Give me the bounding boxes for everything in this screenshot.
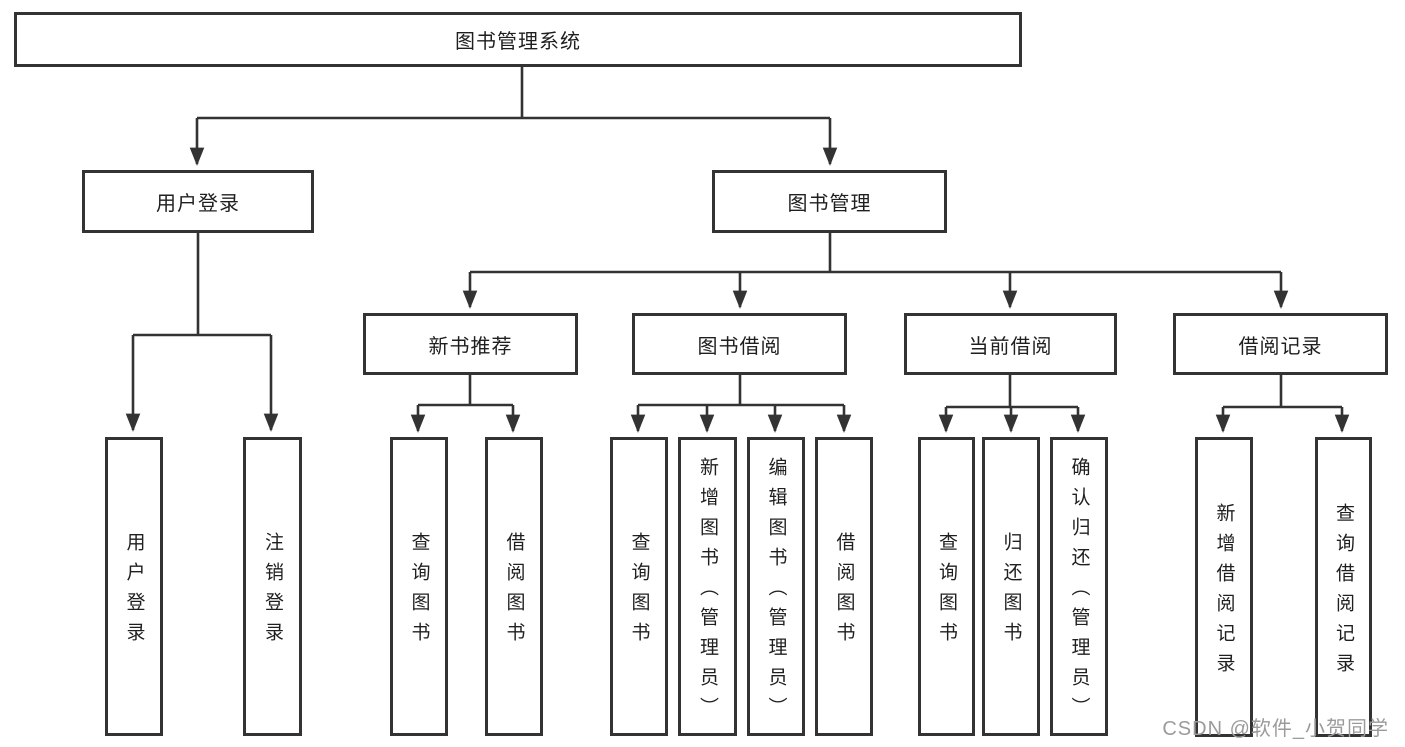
node-book-management: 图书管理 (712, 170, 947, 233)
leaf-recommend-query-books: 查询图书 (390, 437, 448, 736)
leaf-label: 新增图书（管理员） (697, 457, 718, 727)
node-book-borrowing: 图书借阅 (632, 313, 847, 375)
node-label: 借阅记录 (1238, 335, 1323, 358)
leaf-label: 注销登录 (262, 532, 283, 652)
leaf-logout: 注销登录 (243, 437, 302, 736)
leaf-borrowing-add-book-admin: 新增图书（管理员） (678, 437, 737, 736)
csdn-watermark: CSDN @软件_小贺同学 (1162, 718, 1389, 740)
leaf-label: 查询图书 (408, 532, 430, 652)
leaf-label: 编辑图书（管理员） (765, 457, 787, 727)
leaf-label: 借阅图书 (833, 532, 855, 652)
leaf-borrowing-edit-book-admin: 编辑图书（管理员） (747, 437, 805, 736)
leaf-label: 查询图书 (936, 532, 957, 652)
leaf-label: 用户登录 (123, 532, 145, 652)
leaf-recommend-borrow-books: 借阅图书 (485, 437, 543, 736)
leaf-borrowing-borrow-books: 借阅图书 (815, 437, 873, 736)
leaf-current-query-books: 查询图书 (918, 437, 975, 736)
leaf-label: 查询图书 (628, 532, 650, 652)
leaf-label: 新增借阅记录 (1213, 502, 1235, 683)
leaf-label: 归还图书 (1000, 532, 1022, 652)
node-label: 图书借阅 (697, 335, 782, 358)
leaf-records-add-record: 新增借阅记录 (1195, 437, 1253, 737)
node-label: 图书管理系统 (455, 31, 581, 53)
leaf-label: 查询借阅记录 (1333, 502, 1354, 683)
leaf-current-return-books: 归还图书 (982, 437, 1040, 736)
node-label: 当前借阅 (968, 335, 1053, 358)
leaf-borrowing-query-books: 查询图书 (610, 437, 668, 736)
node-label: 图书管理 (787, 193, 872, 215)
node-label: 用户登录 (156, 193, 240, 215)
node-borrowing-records: 借阅记录 (1173, 313, 1388, 375)
node-new-book-recommend: 新书推荐 (363, 313, 578, 375)
node-current-borrowing: 当前借阅 (904, 313, 1117, 375)
node-library-management-system: 图书管理系统 (14, 12, 1022, 67)
leaf-current-confirm-return-admin: 确认归还（管理员） (1050, 437, 1108, 736)
leaf-user-login: 用户登录 (105, 437, 163, 736)
leaf-label: 确认归还（管理员） (1068, 457, 1090, 727)
node-label: 新书推荐 (428, 335, 513, 358)
leaf-label: 借阅图书 (503, 532, 525, 652)
leaf-records-query-record: 查询借阅记录 (1315, 437, 1372, 737)
node-user-login: 用户登录 (82, 170, 314, 233)
